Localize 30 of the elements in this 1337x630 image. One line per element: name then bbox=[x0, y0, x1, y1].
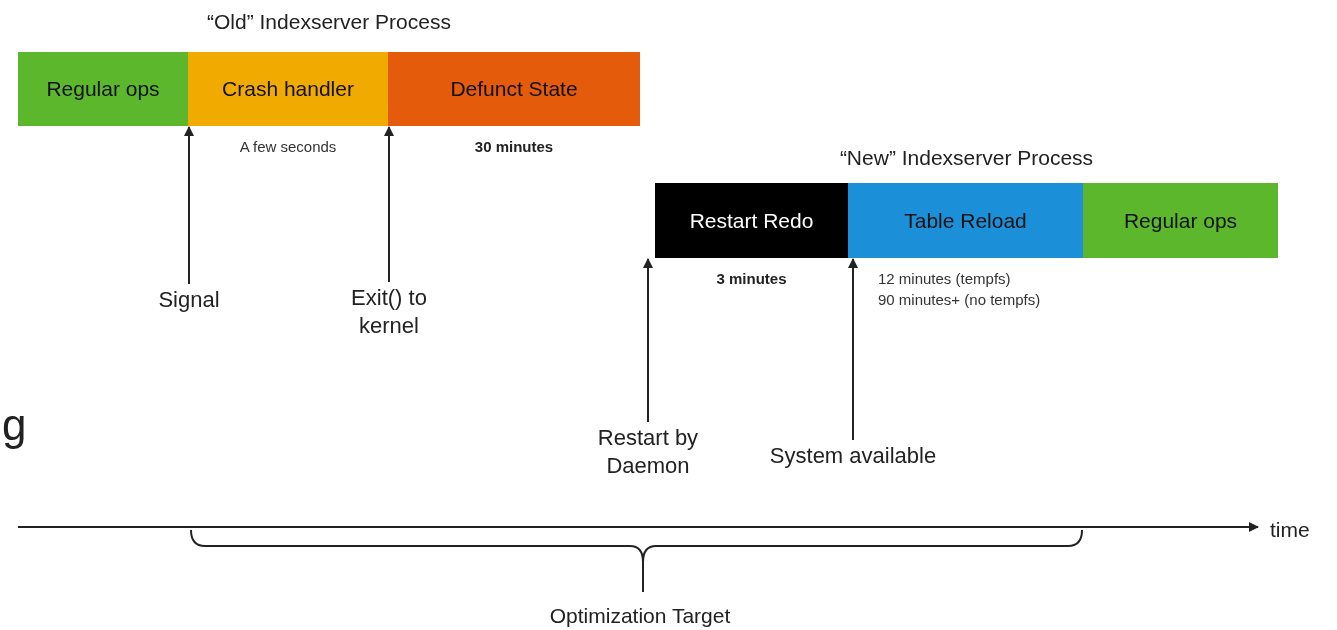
phase-label: Restart Redo bbox=[689, 207, 814, 234]
arrow bbox=[643, 258, 653, 423]
arrow bbox=[384, 126, 394, 283]
event-label: Exit() to kernel bbox=[334, 284, 444, 340]
event-label: Restart by Daemon bbox=[588, 424, 708, 480]
duration-label: 30 minutes bbox=[473, 137, 555, 157]
event-label: System available bbox=[743, 442, 963, 472]
arrow bbox=[184, 126, 194, 285]
duration-label: 3 minutes bbox=[715, 269, 788, 289]
duration-label: A few seconds bbox=[238, 137, 338, 157]
phase-label: Table Reload bbox=[904, 207, 1027, 234]
phase-label: Crash handler bbox=[222, 76, 354, 103]
duration-label: 90 minutes+ (no tempfs) bbox=[878, 290, 1042, 310]
phase-segment bbox=[1083, 183, 1278, 258]
phase-segment bbox=[848, 183, 1083, 258]
phase-segment bbox=[655, 183, 848, 258]
phase-label: Regular ops bbox=[46, 76, 160, 103]
process-heading: “Old” Indexserver Process bbox=[206, 9, 452, 35]
bracket-label: Optimization Target bbox=[548, 603, 732, 629]
process-heading: “New” Indexserver Process bbox=[838, 145, 1095, 171]
axis-label: time bbox=[1270, 517, 1310, 543]
phase-segment bbox=[18, 52, 188, 126]
cropped-letter: g bbox=[2, 400, 27, 450]
phase-segment bbox=[188, 52, 388, 126]
duration-label: 12 minutes (tempfs) bbox=[878, 269, 1012, 289]
phase-segment bbox=[388, 52, 640, 126]
phase-label: Defunct State bbox=[450, 76, 578, 103]
phase-label: Regular ops bbox=[1123, 207, 1238, 234]
arrow bbox=[848, 258, 858, 441]
event-label: Signal bbox=[139, 286, 239, 314]
